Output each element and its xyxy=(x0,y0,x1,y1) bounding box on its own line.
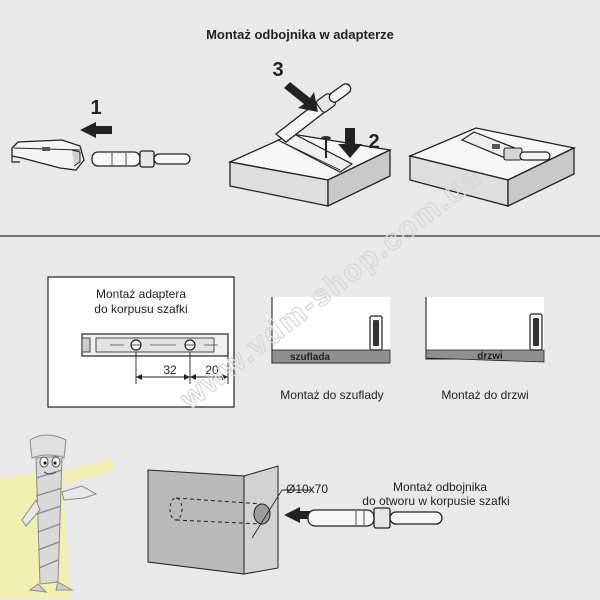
hole-mounting-group: Ø10x70 Montaż odbojnika do otworu w korp… xyxy=(147,465,510,575)
step-one-number: 1 xyxy=(90,97,101,119)
arrow-down-icon xyxy=(338,128,362,158)
drawer-caption: Montaż do szuflady xyxy=(280,388,383,402)
hole-caption-line2: do otworu w korpusie szafki xyxy=(362,494,509,508)
drill-hole xyxy=(253,503,271,525)
drawer-strip xyxy=(271,349,391,364)
step-one-group: 1 xyxy=(11,97,191,171)
step-two-number: 2 xyxy=(368,131,379,153)
dimension-label-32: 32 xyxy=(163,363,177,377)
adapter-label-line2: do korpusu szafki xyxy=(94,302,187,316)
arrow-diagonal-icon xyxy=(284,82,318,112)
screw-icon xyxy=(321,136,331,158)
hole-size-label: Ø10x70 xyxy=(286,482,328,496)
arrow-left-icon xyxy=(80,122,112,138)
dimension-label-20: 20 xyxy=(205,363,219,377)
cabinet-side-wall xyxy=(147,469,245,575)
drawer-buffer-icon xyxy=(369,315,383,351)
door-strip xyxy=(425,349,545,363)
hole-depth-dashed xyxy=(175,497,263,525)
hole-caption-line1: Montaż odbojnika xyxy=(393,480,487,494)
step-three-number: 3 xyxy=(272,59,283,81)
adapter-clip-illustration xyxy=(11,139,85,171)
screw-mascot-icon xyxy=(0,434,114,598)
door-mounting-group: drzwi Montaż do drzwi xyxy=(425,297,545,402)
door-caption: Montaż do drzwi xyxy=(441,388,528,402)
door-panel xyxy=(426,297,544,359)
adapter-label-line1: Montaż adaptera xyxy=(96,287,186,301)
buffer-cylinder-illustration xyxy=(91,150,191,168)
drawer-mounting-group: szuflada Montaż do szuflady xyxy=(271,297,391,402)
adapter-rail-illustration xyxy=(81,333,229,357)
door-buffer-icon xyxy=(529,313,543,351)
drawer-tag: szuflada xyxy=(290,352,330,363)
page-title: Montaż odbojnika w adapterze xyxy=(206,27,394,42)
step-two-three-group: 2 3 xyxy=(227,59,393,208)
door-tag: drzwi xyxy=(477,351,503,362)
finished-block-group xyxy=(407,127,577,208)
diameter-leader xyxy=(251,489,283,539)
mounted-buffer-illustration xyxy=(460,131,551,161)
insert-buffer-illustration xyxy=(307,507,443,529)
adapter-mounting-box: Montaż adaptera do korpusu szafki 32 20 xyxy=(47,276,235,408)
dimension-lines xyxy=(135,352,229,384)
